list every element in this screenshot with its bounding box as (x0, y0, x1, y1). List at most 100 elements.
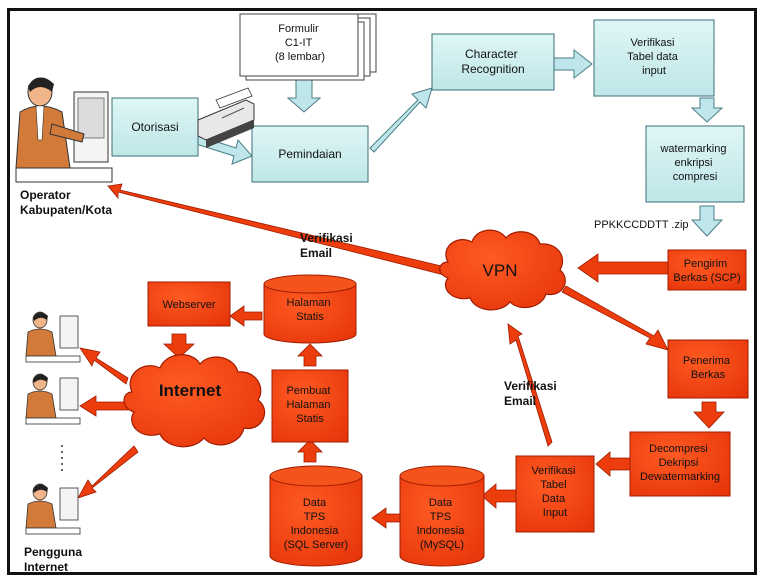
pengirim-line-2: Berkas (SCP) (673, 272, 740, 284)
user-person-icon (25, 311, 81, 363)
mysql-line-3: Indonesia (417, 525, 466, 537)
arrow-pembuat-to-halaman (297, 343, 323, 367)
zip-file-label: PPKKCCDDTT .zip (594, 219, 689, 231)
halaman-line-2: Statis (296, 311, 324, 323)
webserver-box: Webserver (147, 281, 231, 327)
pemindaian-box: Pemindaian (251, 125, 369, 183)
svg-text:Pembuat Halaman: Pembuat Halaman Statis (286, 385, 333, 425)
red-arrows (77, 183, 725, 529)
vtdi-line-1: Verifikasi (531, 465, 575, 477)
arrow-pemindaian-to-cr (369, 87, 433, 153)
vti-line-2: Tabel data (627, 51, 679, 63)
webserver-label: Webserver (163, 299, 216, 311)
verifikasi-email-top-2: Email (300, 246, 332, 260)
character-recognition-box: Character Recognition (431, 33, 555, 91)
pembuat-halaman-box: Pembuat Halaman Statis (271, 369, 349, 443)
svg-text:Halaman Statis: Halaman Statis (286, 297, 333, 323)
diagram-border (7, 8, 757, 575)
svg-text:Pengguna Internet: Pengguna Internet (24, 545, 85, 574)
verifikasi-tabel-data-input-box: Verifikasi Tabel Data Input (515, 455, 595, 533)
internet-label: Internet (159, 381, 222, 400)
svg-text:Decompresi Dekripsi: Decompresi Dekripsi Dewatermarking (640, 443, 720, 483)
svg-text:Penerima Berkas: Penerima Berkas (683, 355, 733, 381)
svg-text:Data TPS Indon: Data TPS Indonesia (SQL Server) (284, 497, 348, 551)
cr-line-1: Character (465, 47, 518, 61)
operator-label-2: Kabupaten/Kota (20, 203, 112, 217)
formulir-line-2: C1-IT (285, 37, 313, 49)
wm-line-2: enkripsi (675, 157, 713, 169)
arrow-internet-to-user-3 (77, 445, 139, 499)
formulir-stack: Formulir C1-IT (8 lembar) (239, 13, 377, 81)
verifikasi-tabel-input-box: Verifikasi Tabel data input (593, 19, 715, 97)
pembuat-line-1: Pembuat (286, 385, 330, 397)
svg-text:Character Recognition: Character Recognition (461, 47, 524, 76)
wm-line-3: compresi (673, 171, 718, 183)
arrow-internet-to-user-1 (79, 347, 129, 385)
arrow-vpn-to-penerima (561, 285, 669, 351)
mysql-line-2: TPS (430, 511, 451, 523)
vtdi-line-4: Input (543, 507, 567, 519)
user-dots (61, 445, 63, 471)
arrow-sqlserver-to-pembuat (297, 439, 323, 463)
svg-text:Verifikasi Email: Verifikasi Email (300, 231, 356, 260)
vpn-cloud: VPN (439, 229, 566, 311)
user-person-icon (25, 373, 81, 425)
arrow-verifikasi-to-vpn (507, 323, 553, 447)
pengguna-label-2: Internet (24, 560, 68, 574)
pembuat-line-2: Halaman (286, 399, 330, 411)
mysql-line-1: Data (429, 497, 453, 509)
pengirim-line-1: Pengirim (684, 258, 727, 270)
arrow-cr-to-verifikasi (553, 48, 593, 80)
arrow-formulir-to-pemindaian (286, 77, 322, 113)
arrow-pengirim-to-vpn (577, 253, 669, 283)
wm-line-1: watermarking (659, 143, 726, 155)
svg-text:Operator Kabupaten/Kota: Operator Kabupaten/Kota (20, 188, 112, 217)
formulir-line-1: Formulir (278, 23, 319, 35)
sqlserver-line-2: TPS (304, 511, 325, 523)
halaman-line-1: Halaman (286, 297, 330, 309)
halaman-statis-cylinder: Halaman Statis (263, 274, 357, 344)
decompresi-box: Decompresi Dekripsi Dewatermarking (629, 431, 731, 497)
verifikasi-email-bottom-1: Verifikasi (504, 379, 557, 393)
pembuat-line-3: Statis (296, 413, 324, 425)
vti-line-1: Verifikasi (630, 37, 674, 49)
svg-text:Formulir C1-IT: Formulir C1-IT (8 lembar) (275, 23, 325, 63)
arrow-penerima-to-decompresi (693, 401, 725, 429)
formulir-line-3: (8 lembar) (275, 51, 325, 63)
svg-text:Verifikasi Email: Verifikasi Email (504, 379, 560, 408)
otorisasi-label: Otorisasi (131, 120, 178, 134)
pengguna-label-1: Pengguna (24, 545, 82, 559)
decompresi-line-1: Decompresi (649, 443, 708, 455)
pemindaian-label: Pemindaian (278, 147, 341, 161)
vtdi-line-3: Data (542, 493, 566, 505)
sqlserver-line-3: Indonesia (291, 525, 340, 537)
vtdi-line-2: Tabel (540, 479, 566, 491)
watermarking-box: watermarking enkripsi compresi (645, 125, 745, 203)
scanner-icon (197, 87, 255, 148)
arrow-decompresi-to-verifikasi (595, 451, 631, 477)
arrow-vpn-to-operator (107, 183, 451, 277)
penerima-line-2: Berkas (691, 369, 726, 381)
cr-line-2: Recognition (461, 62, 524, 76)
svg-text:Verifikasi Tabel: Verifikasi Tabel Data Input (531, 465, 578, 519)
operator-person-icon (15, 77, 113, 183)
svg-text:Verifikasi Tabel data: Verifikasi Tabel data input (627, 37, 681, 77)
decompresi-line-3: Dewatermarking (640, 471, 720, 483)
svg-text:Data TPS Indon: Data TPS Indonesia (MySQL) (417, 497, 468, 551)
vpn-label: VPN (483, 261, 518, 280)
penerima-berkas-box: Penerima Berkas (667, 339, 749, 399)
data-mysql-cylinder: Data TPS Indonesia (MySQL) (399, 465, 485, 567)
svg-text:Pengirim Berkas (SCP): Pengirim Berkas (SCP) (673, 258, 740, 284)
verifikasi-email-top-1: Verifikasi (300, 231, 353, 245)
data-sqlserver-cylinder: Data TPS Indonesia (SQL Server) (269, 465, 363, 567)
internet-cloud: Internet (123, 354, 266, 448)
user-person-icon (25, 483, 81, 535)
arrow-webserver-to-internet (162, 333, 196, 359)
vti-line-3: input (642, 65, 666, 77)
pengirim-berkas-box: Pengirim Berkas (SCP) (667, 249, 747, 291)
mysql-line-4: (MySQL) (420, 539, 464, 551)
arrow-watermarking-down (690, 205, 724, 237)
sqlserver-line-1: Data (303, 497, 327, 509)
